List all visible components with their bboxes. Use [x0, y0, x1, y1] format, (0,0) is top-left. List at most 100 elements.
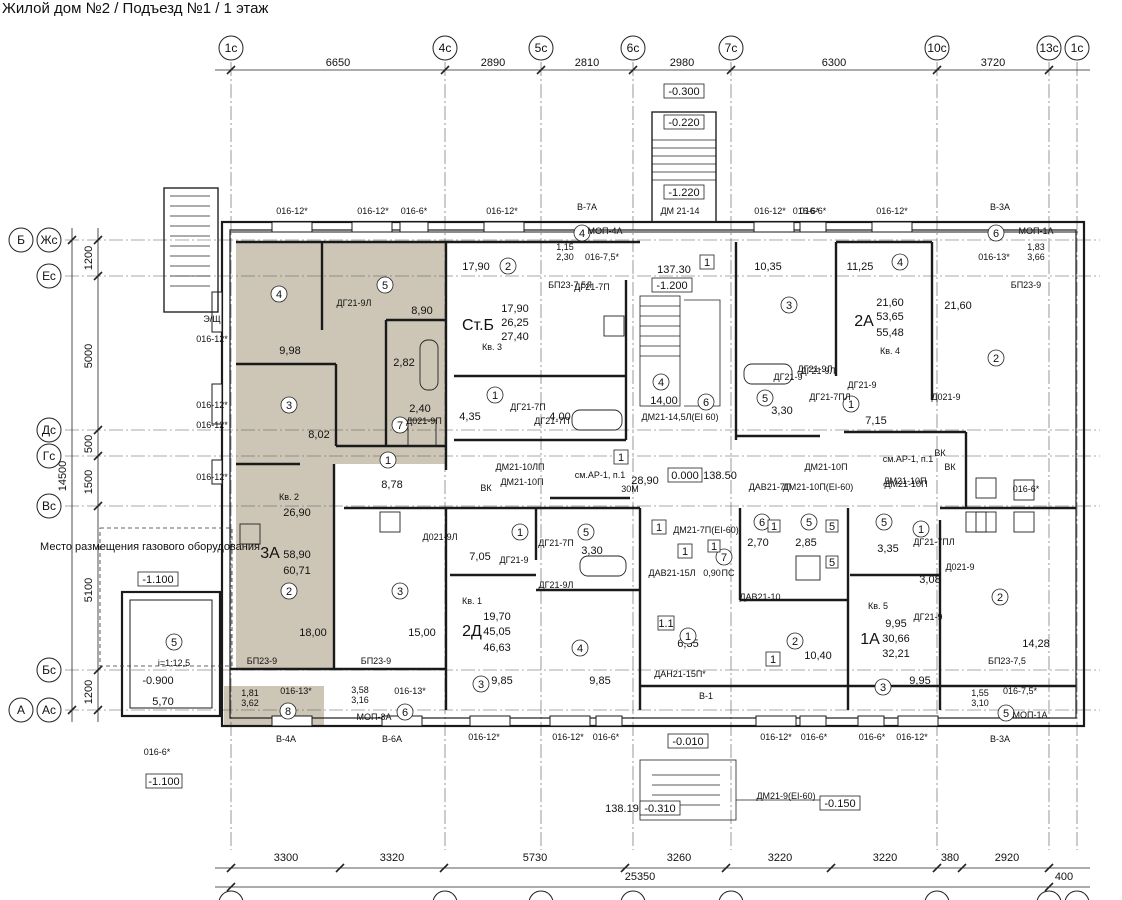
room-num-14: 5: [762, 393, 768, 405]
room-area-14: 11,25: [847, 261, 874, 273]
room-num-1: 4: [276, 289, 282, 301]
mark-55: Д021-9Л: [422, 532, 457, 542]
mark-71: ДАН21-15П*: [654, 669, 706, 679]
room-area-6: 8,78: [381, 479, 402, 491]
sq-6: 1: [770, 654, 776, 666]
mark-90: 016-12*: [196, 420, 228, 430]
apartment-3: Кв. 3 Ст.Б 17,90 26,25 27,40: [462, 303, 529, 352]
dim-left-total: 14500: [57, 461, 69, 492]
mark-42: см.АР-1, п.1: [883, 454, 934, 464]
mark-36: ВК: [480, 483, 492, 493]
room-area-1: 9,98: [279, 345, 300, 357]
apartment-1-label: Кв. 1: [462, 596, 482, 606]
level-8: -0.900: [142, 675, 173, 687]
dim-bottom-4: 3260: [667, 852, 691, 864]
room-area-20: 15,00: [408, 627, 436, 639]
apartment-1-val1: 19,70: [483, 611, 511, 623]
axis-top-4: 6с: [627, 41, 640, 55]
axis-top-1: 1с: [225, 41, 238, 55]
room-num-12: 3: [786, 300, 792, 312]
gas-label: Место размещения газового оборудования: [40, 541, 260, 553]
room-area-3: 2,82: [393, 357, 414, 369]
mark-23: ДГ21-9: [774, 372, 803, 382]
mark-17: 1,83: [1027, 242, 1045, 252]
mark-50: ДГ21-7П: [538, 538, 573, 548]
axis-top-6: 10с: [927, 41, 946, 55]
stair-west: [163, 187, 219, 313]
mark-62: 016-13*: [280, 686, 312, 696]
apartment-1: Кв. 1 2Д 19,70 45,05 46,63: [462, 596, 511, 654]
mark-61: 3,62: [241, 698, 259, 708]
apartment-3-val2: 26,25: [501, 317, 529, 329]
dim-bottom-1: 3300: [274, 852, 298, 864]
mark-63: 3,58: [351, 685, 369, 695]
level-10: -0.010: [672, 736, 703, 748]
mark-22: ДГ21-7П: [574, 282, 609, 292]
square-mark-labels: 1 1 1 1 1.1 1 1 1 5 5: [618, 257, 835, 666]
axis-left-d: Дс: [42, 423, 56, 437]
room-number-circles: [165, 224, 1015, 722]
mark-87: ДМ21-9(ЕI-60): [756, 791, 815, 801]
room-area-22: 9,85: [491, 675, 512, 687]
dim-left-3: 500: [83, 435, 95, 453]
room-area-16: 3,30: [771, 405, 792, 417]
apartment-1-val3: 46,63: [483, 642, 511, 654]
axis-top-7: 13с: [1039, 41, 1058, 55]
room-area-27: 10,40: [804, 650, 832, 662]
dim-top-4: 2980: [670, 57, 694, 69]
mark-88: i=1:12,5: [158, 658, 190, 668]
room-area-18: 28,90: [631, 475, 659, 487]
sq-9: 5: [829, 521, 835, 533]
apartment-5-val3: 32,21: [882, 648, 910, 660]
apartment-2-highlight: [224, 242, 446, 726]
level-marks: [137, 83, 861, 816]
apartment-5: Кв. 5 1А 9,95 30,66 32,21: [860, 601, 910, 660]
mark-57: БП23-9: [247, 656, 277, 666]
mark-65: 016-13*: [394, 686, 426, 696]
mark-31: ДГ21-9: [848, 380, 877, 390]
apartment-4-val3: 55,48: [876, 327, 904, 339]
apartment-2-type: 3А: [260, 545, 280, 562]
mark-60: 1,81: [241, 688, 259, 698]
room-area-8: 17,90: [462, 261, 490, 273]
room-area-5: 2,40: [409, 403, 430, 415]
room-num-6: 2: [286, 586, 292, 598]
mark-3: 016-6*: [401, 206, 428, 216]
room-num-16: 2: [993, 353, 999, 365]
dim-bottom-3: 5730: [523, 852, 547, 864]
axis-markers: [8, 35, 1090, 900]
mark-75: В-3А: [990, 734, 1010, 744]
room-num-30: 6: [402, 707, 408, 719]
mark-82: 016-12*: [896, 732, 928, 742]
electrical-room: [120, 590, 222, 718]
mark-1: 016-12*: [276, 206, 308, 216]
dim-left-5: 5100: [83, 578, 95, 602]
dim-total-bottom: 25350: [625, 871, 656, 883]
mark-73: В-4А: [276, 734, 296, 744]
dim-left-4: 1500: [83, 470, 95, 494]
mark-24: ДГ21-9Л: [798, 364, 833, 374]
room-num-11: 6: [703, 397, 709, 409]
axis-top-8: 1с: [1071, 41, 1084, 55]
mark-18: 3,66: [1027, 252, 1045, 262]
apartment-5-type: 1А: [860, 631, 880, 648]
axis-top-5: 7с: [725, 41, 738, 55]
page-title: Жилой дом №2 / Подъезд №1 / 1 этаж: [2, 0, 269, 17]
room-num-34: 3: [397, 586, 403, 598]
room-area-30: 14,28: [1022, 638, 1050, 650]
dim-top-2: 2890: [481, 57, 505, 69]
room-num-7: 8: [285, 706, 291, 718]
mark-19: 016-13*: [978, 252, 1010, 262]
mark-32: Д021-9: [931, 392, 960, 402]
level-labels: -0.300 -0.220 -1.220 -1.200 0.000 138.50…: [142, 86, 855, 815]
mark-43: ВК: [944, 462, 956, 472]
mark-26: Д021-9П: [406, 416, 442, 426]
mark-33: ДМ21-10ЛП: [496, 462, 545, 472]
square-marks: [613, 254, 839, 667]
apartment-3-label: Кв. 3: [482, 342, 502, 352]
sq-5: 1.1: [658, 618, 673, 630]
mark-45: ДМ21-7П(ЕI-60): [673, 525, 739, 535]
stair-inner: [639, 295, 721, 407]
axis-left-b: Б: [17, 233, 25, 247]
mark-72: В-1: [699, 691, 713, 701]
